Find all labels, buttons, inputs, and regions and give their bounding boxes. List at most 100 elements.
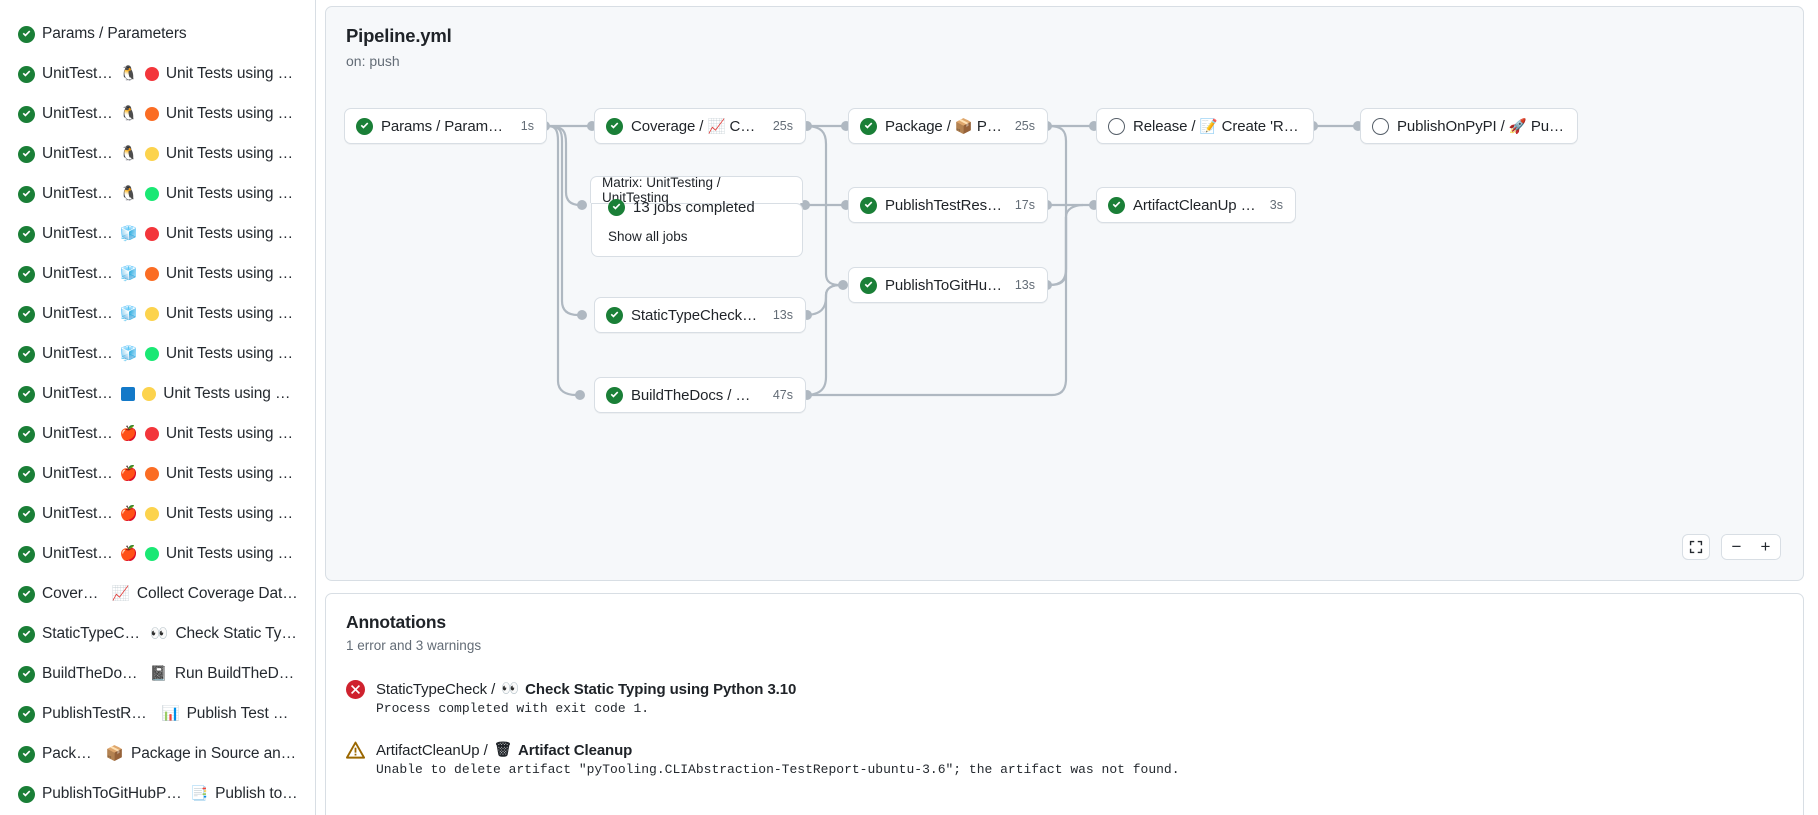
sidebar-item-job-3[interactable]: UnitTesting / 🐧Unit Tests using Pyth… bbox=[6, 134, 309, 174]
os-emoji-icon: 📊 bbox=[162, 707, 180, 722]
sidebar-item-step-label: Check Static Typing… bbox=[175, 625, 299, 643]
annotation-item-0[interactable]: StaticTypeCheck / 👀 Check Static Typing u… bbox=[346, 673, 1783, 734]
graph-node-duration: 13s bbox=[773, 308, 793, 322]
matrix-group[interactable]: Matrix: UnitTesting / UnitTesting 13 job… bbox=[591, 177, 803, 257]
jobs-list: Params / ParametersUnitTesting / 🐧 Unit T… bbox=[0, 14, 315, 814]
python-version-dot-icon bbox=[145, 67, 159, 81]
success-icon bbox=[860, 277, 877, 294]
sidebar-item-job-6[interactable]: UnitTesting / 🧊Unit Tests using Pyth… bbox=[6, 254, 309, 294]
sidebar-item-label: UnitTesting / bbox=[42, 305, 113, 323]
sidebar-item-label: Coverage / bbox=[42, 585, 105, 603]
sidebar-item-step-label: Unit Tests using Pyth… bbox=[166, 185, 299, 203]
step-emoji-icon: 📝 bbox=[1200, 120, 1218, 135]
sidebar-item-job-14[interactable]: Coverage / 📈Collect Coverage Data usi… bbox=[6, 574, 309, 614]
sidebar-item-job-18[interactable]: Package / 📦Package in Source and Wh… bbox=[6, 734, 309, 774]
annotation-emoji-icon: 👀 bbox=[501, 682, 519, 697]
graph-node-coverage[interactable]: Coverage / 📈 Collect Cove…25s bbox=[594, 108, 806, 144]
matrix-jobs-status: 13 jobs completed bbox=[608, 199, 755, 216]
graph-node-label: Package / 📦 Package in So… bbox=[885, 118, 1003, 135]
graph-node-package[interactable]: Package / 📦 Package in So…25s bbox=[848, 108, 1048, 144]
os-marker-icon bbox=[121, 387, 135, 401]
success-icon bbox=[18, 266, 35, 283]
sidebar-item-step-label: Unit Tests using Pyth… bbox=[166, 545, 299, 563]
sidebar-item-job-12[interactable]: UnitTesting / 🍎Unit Tests using Pyth… bbox=[6, 494, 309, 534]
sidebar-item-job-2[interactable]: UnitTesting / 🐧Unit Tests using Pyth… bbox=[6, 94, 309, 134]
zoom-out-button[interactable]: − bbox=[1722, 535, 1751, 559]
sidebar-item-label: UnitTesting / bbox=[42, 425, 113, 443]
graph-node-params[interactable]: Params / Parameters1s bbox=[344, 108, 547, 144]
success-icon bbox=[606, 118, 623, 135]
step-emoji-icon: 🗑 bbox=[1249, 199, 1258, 214]
sidebar-item-job-13[interactable]: UnitTesting / 🍎 Unit Tests using Pyth… bbox=[6, 534, 309, 574]
sidebar-item-step-label: Unit Tests using Pyth… bbox=[166, 65, 299, 83]
success-icon bbox=[18, 586, 35, 603]
graph-node-duration: 47s bbox=[773, 388, 793, 402]
sidebar-item-job-10[interactable]: UnitTesting / 🍎Unit Tests using Pyth… bbox=[6, 414, 309, 454]
sidebar-item-job-17[interactable]: PublishTestResults / 📊Publish Test Resu… bbox=[6, 694, 309, 734]
step-emoji-icon: 🚀 bbox=[1509, 120, 1527, 135]
success-icon bbox=[18, 226, 35, 243]
sidebar-item-label: StaticTypeCheck / bbox=[42, 625, 143, 643]
sidebar-item-job-5[interactable]: UnitTesting / 🧊Unit Tests using Pyth… bbox=[6, 214, 309, 254]
os-emoji-icon: 📑 bbox=[190, 787, 208, 802]
sidebar-item-label: UnitTesting / bbox=[42, 465, 113, 483]
sidebar-item-step-label: Publish Test Resu… bbox=[187, 705, 299, 723]
annotation-body: ArtifactCleanUp / 🗑Artifact CleanupUnabl… bbox=[376, 741, 1180, 777]
sidebar-item-job-19[interactable]: PublishToGitHubPages / 📑Publish to G… bbox=[6, 774, 309, 814]
zoom-in-button[interactable]: + bbox=[1751, 535, 1780, 559]
sidebar-item-job-0[interactable]: Params / Parameters bbox=[6, 14, 309, 54]
sidebar-item-step-label: Publish to G… bbox=[215, 785, 299, 803]
sidebar-item-step-label: Unit Tests using Pyth… bbox=[166, 425, 299, 443]
fit-screen-icon[interactable] bbox=[1682, 534, 1710, 560]
success-icon bbox=[860, 118, 877, 135]
annotation-item-1[interactable]: ArtifactCleanUp / 🗑Artifact CleanupUnabl… bbox=[346, 734, 1783, 795]
sidebar-item-label: UnitTesting / bbox=[42, 505, 113, 523]
graph-node-duration: 25s bbox=[773, 119, 793, 133]
os-emoji-icon: 🧊 bbox=[120, 307, 138, 322]
workflow-graph-card[interactable]: Pipeline.yml on: push bbox=[325, 6, 1804, 581]
sidebar-item-label: UnitTesting / bbox=[42, 545, 113, 563]
sidebar-item-job-8[interactable]: UnitTesting / 🧊Unit Tests using Pyth… bbox=[6, 334, 309, 374]
annotation-heading: ArtifactCleanUp / 🗑Artifact Cleanup bbox=[376, 742, 1180, 759]
sidebar-item-job-7[interactable]: UnitTesting / 🧊Unit Tests using Pyth… bbox=[6, 294, 309, 334]
sidebar-item-job-4[interactable]: UnitTesting / 🐧Unit Tests using Pyth… bbox=[6, 174, 309, 214]
success-icon bbox=[356, 118, 373, 135]
python-version-dot-icon bbox=[145, 107, 159, 121]
sidebar-item-label: UnitTesting / bbox=[42, 385, 114, 403]
show-all-jobs-link[interactable]: Show all jobs bbox=[608, 229, 688, 244]
sidebar-item-job-16[interactable]: BuildTheDocs / 📓Run BuildTheDocs bbox=[6, 654, 309, 694]
graph-node-publishpages[interactable]: PublishToGitHubPages / 📑 …13s bbox=[848, 267, 1048, 303]
zoom-in-out-group[interactable]: − + bbox=[1721, 534, 1781, 560]
graph-node-publishpypi[interactable]: PublishOnPyPI / 🚀 Publish to … bbox=[1360, 108, 1578, 144]
graph-node-duration: 3s bbox=[1270, 198, 1283, 212]
sidebar-item-job-9[interactable]: UnitTesting / Unit Tests using Pyth… bbox=[6, 374, 309, 414]
graph-node-publishtest[interactable]: PublishTestResults / 📊 Pu…17s bbox=[848, 187, 1048, 223]
sidebar-item-label: UnitTesting / bbox=[42, 225, 113, 243]
success-icon bbox=[18, 626, 35, 643]
os-emoji-icon: 🐧 bbox=[120, 67, 138, 82]
os-emoji-icon: 🍎 bbox=[120, 547, 138, 562]
graph-node-release[interactable]: Release / 📝 Create 'Release P… bbox=[1096, 108, 1314, 144]
success-icon bbox=[18, 26, 35, 43]
success-icon bbox=[18, 546, 35, 563]
step-emoji-icon: 📈 bbox=[707, 120, 725, 135]
sidebar-item-job-11[interactable]: UnitTesting / 🍎Unit Tests using Pyth… bbox=[6, 454, 309, 494]
annotation-name: Check Static Typing using Python 3.10 bbox=[525, 681, 796, 698]
success-icon bbox=[18, 506, 35, 523]
sidebar-item-step-label: Unit Tests using Pyth… bbox=[166, 225, 299, 243]
python-version-dot-icon bbox=[142, 387, 156, 401]
jobs-sidebar[interactable]: Params / ParametersUnitTesting / 🐧 Unit T… bbox=[0, 0, 316, 815]
graph-node-statictype[interactable]: StaticTypeCheck / 👀 Chec…13s bbox=[594, 297, 806, 333]
python-version-dot-icon bbox=[145, 467, 159, 481]
sidebar-item-label: UnitTesting / bbox=[42, 105, 113, 123]
annotation-emoji-icon: 🗑 bbox=[494, 743, 512, 758]
os-emoji-icon: 📈 bbox=[112, 587, 130, 602]
annotation-scope: ArtifactCleanUp / bbox=[376, 742, 488, 759]
sidebar-item-label: UnitTesting / bbox=[42, 65, 113, 83]
graph-zoom-controls[interactable]: − + bbox=[1682, 534, 1781, 560]
graph-node-artifactclean[interactable]: ArtifactCleanUp / 🗑 Artifac…3s bbox=[1096, 187, 1296, 223]
annotation-scope: StaticTypeCheck / bbox=[376, 681, 495, 698]
sidebar-item-job-1[interactable]: UnitTesting / 🐧 Unit Tests using Pyth… bbox=[6, 54, 309, 94]
sidebar-item-job-15[interactable]: StaticTypeCheck / 👀Check Static Typing… bbox=[6, 614, 309, 654]
graph-node-builddocs[interactable]: BuildTheDocs / 📓 Run Buil…47s bbox=[594, 377, 806, 413]
